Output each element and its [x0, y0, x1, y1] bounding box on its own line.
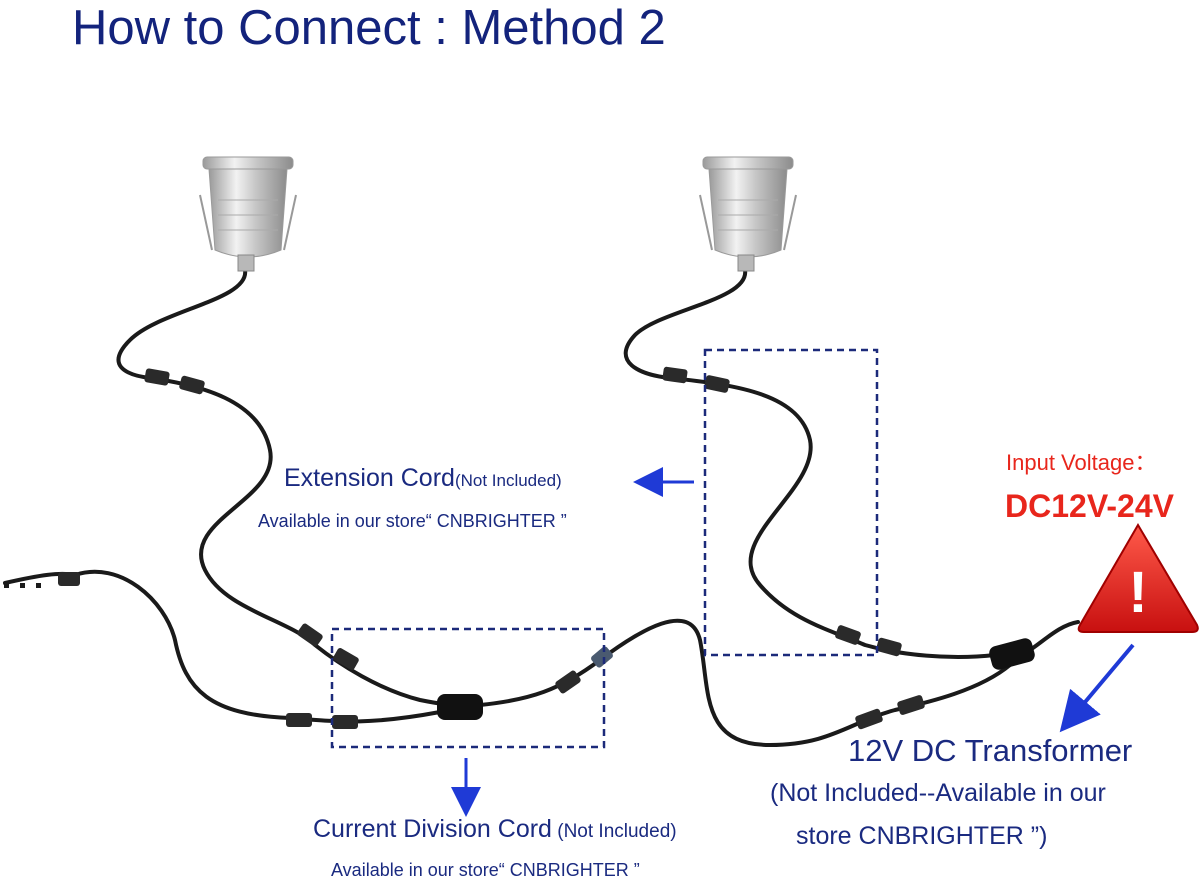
extension-cord-name: Extension Cord [284, 464, 455, 492]
cable-right-fixture [623, 268, 997, 659]
input-voltage-value: DC12V-24V [1005, 488, 1174, 524]
connectors [58, 366, 925, 730]
connector-icon [704, 375, 730, 393]
connector-icon [835, 625, 861, 645]
connector-icon [58, 572, 80, 586]
warning-glyph: ! [1128, 560, 1147, 625]
transformer-note-line2: store CNBRIGHTER ”) [796, 822, 1048, 850]
connector-icon [591, 646, 613, 668]
arrow-icon [1059, 643, 1135, 733]
cables [3, 268, 1080, 748]
cable-left-fixture [116, 268, 467, 708]
warning-triangle-icon: ! [1077, 523, 1199, 633]
current-division-cord-name: Current Division Cord [313, 815, 552, 843]
input-voltage-label: Input Voltage： [1006, 450, 1157, 475]
extension-cord-note: (Not Included) [454, 471, 562, 490]
connector-icon [332, 715, 358, 729]
connector-icon [555, 670, 581, 694]
continuation-dots [4, 583, 41, 588]
connector-icon [179, 375, 205, 395]
connector-icon [286, 713, 312, 727]
current-division-cord-note: (Not Included) [551, 821, 677, 842]
transformer-note-line1: (Not Included--Available in our [770, 779, 1106, 807]
connector-icon [144, 368, 170, 386]
cable-main-left [3, 569, 442, 724]
page-title: How to Connect : Method 2 [72, 1, 666, 55]
splitter-icon [437, 694, 483, 720]
connector-icon [876, 637, 902, 657]
downlight-fixture-icon [699, 156, 797, 272]
transformer-label: 12V DC Transformer [848, 733, 1133, 768]
extension-cord-label: Extension Cord(Not Included) [284, 464, 562, 493]
connector-icon [855, 708, 883, 730]
cable-transformer-output [1028, 620, 1080, 652]
connector-icon [662, 366, 688, 384]
connector-icon [897, 695, 925, 715]
connector-icon [333, 648, 359, 670]
current-division-cord-label: Current Division Cord (Not Included) [313, 815, 677, 844]
current-division-highlight-box [330, 627, 606, 749]
splitter-icon [989, 638, 1035, 670]
extension-cord-highlight-box [703, 348, 879, 657]
downlight-fixture-icon [199, 156, 297, 272]
extension-cord-availability: Available in our store“ CNBRIGHTER ” [258, 511, 567, 531]
connector-icon [297, 623, 323, 647]
current-division-cord-availability: Available in our store“ CNBRIGHTER ” [331, 860, 640, 880]
